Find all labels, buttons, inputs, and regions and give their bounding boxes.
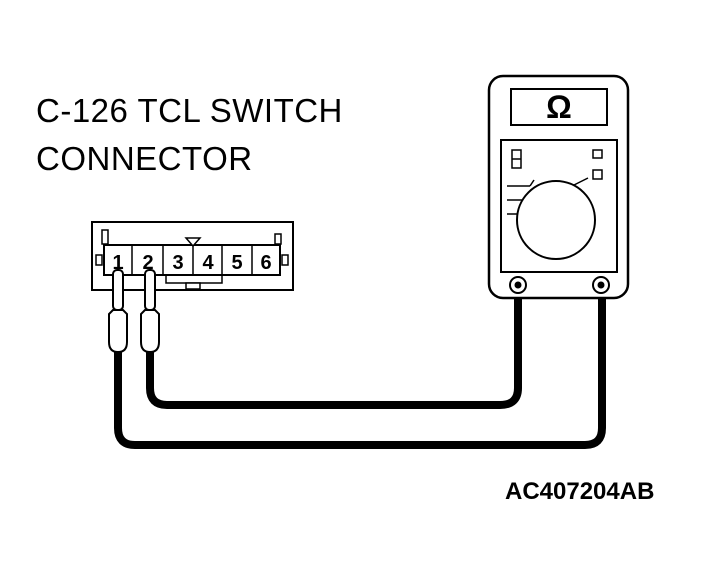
connector-title-line-1: C-126 TCL SWITCH xyxy=(36,92,343,129)
figure-code: AC407204AB xyxy=(505,478,655,505)
connector-pin-4: 4 xyxy=(202,252,214,274)
test-lead-pin2 xyxy=(146,286,522,409)
connector-pin-3: 3 xyxy=(172,252,183,274)
probe-pin2 xyxy=(140,269,160,354)
connector-pin-5: 5 xyxy=(231,252,242,274)
ohmmeter-icon: Ω xyxy=(487,74,630,300)
connector-pin-1: 1 xyxy=(112,252,123,274)
meter-selector-dial xyxy=(516,180,596,260)
test-lead-pin1 xyxy=(114,286,606,449)
connector-pin-2: 2 xyxy=(142,252,153,274)
connector-lock-tab xyxy=(184,237,202,248)
connector-title-line-2: CONNECTOR xyxy=(36,140,253,177)
connector-pin-6: 6 xyxy=(260,252,271,274)
probe-pin1 xyxy=(108,269,128,354)
ohm-display-symbol: Ω xyxy=(546,89,572,125)
